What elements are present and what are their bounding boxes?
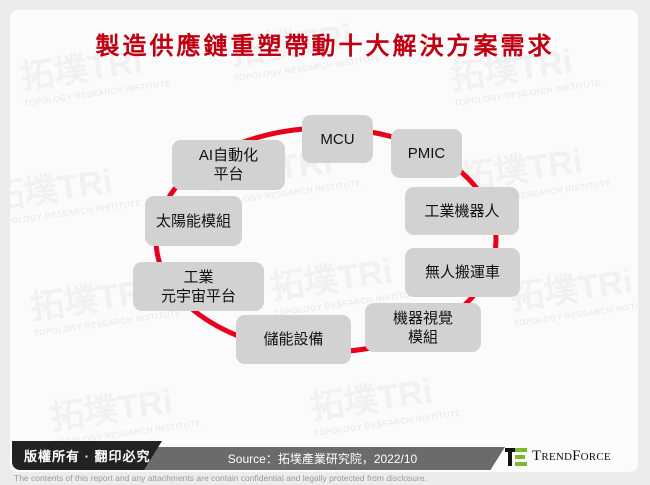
node-ai-automation: AI自動化 平台 xyxy=(172,140,285,190)
node-mcu: MCU xyxy=(302,115,373,163)
node-agv: 無人搬運車 xyxy=(405,248,520,297)
node-machine-vision: 機器視覺 模組 xyxy=(365,303,481,352)
disclaimer-text: The contents of this report and any atta… xyxy=(14,473,427,483)
source-text: Source：拓墣產業研究院，2022/10 xyxy=(227,452,418,466)
node-energy-storage: 儲能設備 xyxy=(236,315,351,364)
trendforce-logo-icon xyxy=(505,447,527,466)
source-bar: Source：拓墣產業研究院，2022/10 xyxy=(140,447,505,470)
node-solar-module: 太陽能模組 xyxy=(145,196,242,246)
node-industrial-metaverse: 工業 元宇宙平台 xyxy=(133,262,264,311)
trendforce-logo: TrendForce xyxy=(505,441,638,472)
trendforce-logo-text: TrendForce xyxy=(532,448,611,464)
node-pmic: PMIC xyxy=(391,129,462,178)
page-title: 製造供應鏈重塑帶動十大解決方案需求 xyxy=(95,31,555,60)
copyright-text: 版權所有 · 翻印必究 xyxy=(24,449,151,464)
node-industrial-robot: 工業機器人 xyxy=(405,187,519,235)
copyright-bar: 版權所有 · 翻印必究 xyxy=(12,441,162,470)
